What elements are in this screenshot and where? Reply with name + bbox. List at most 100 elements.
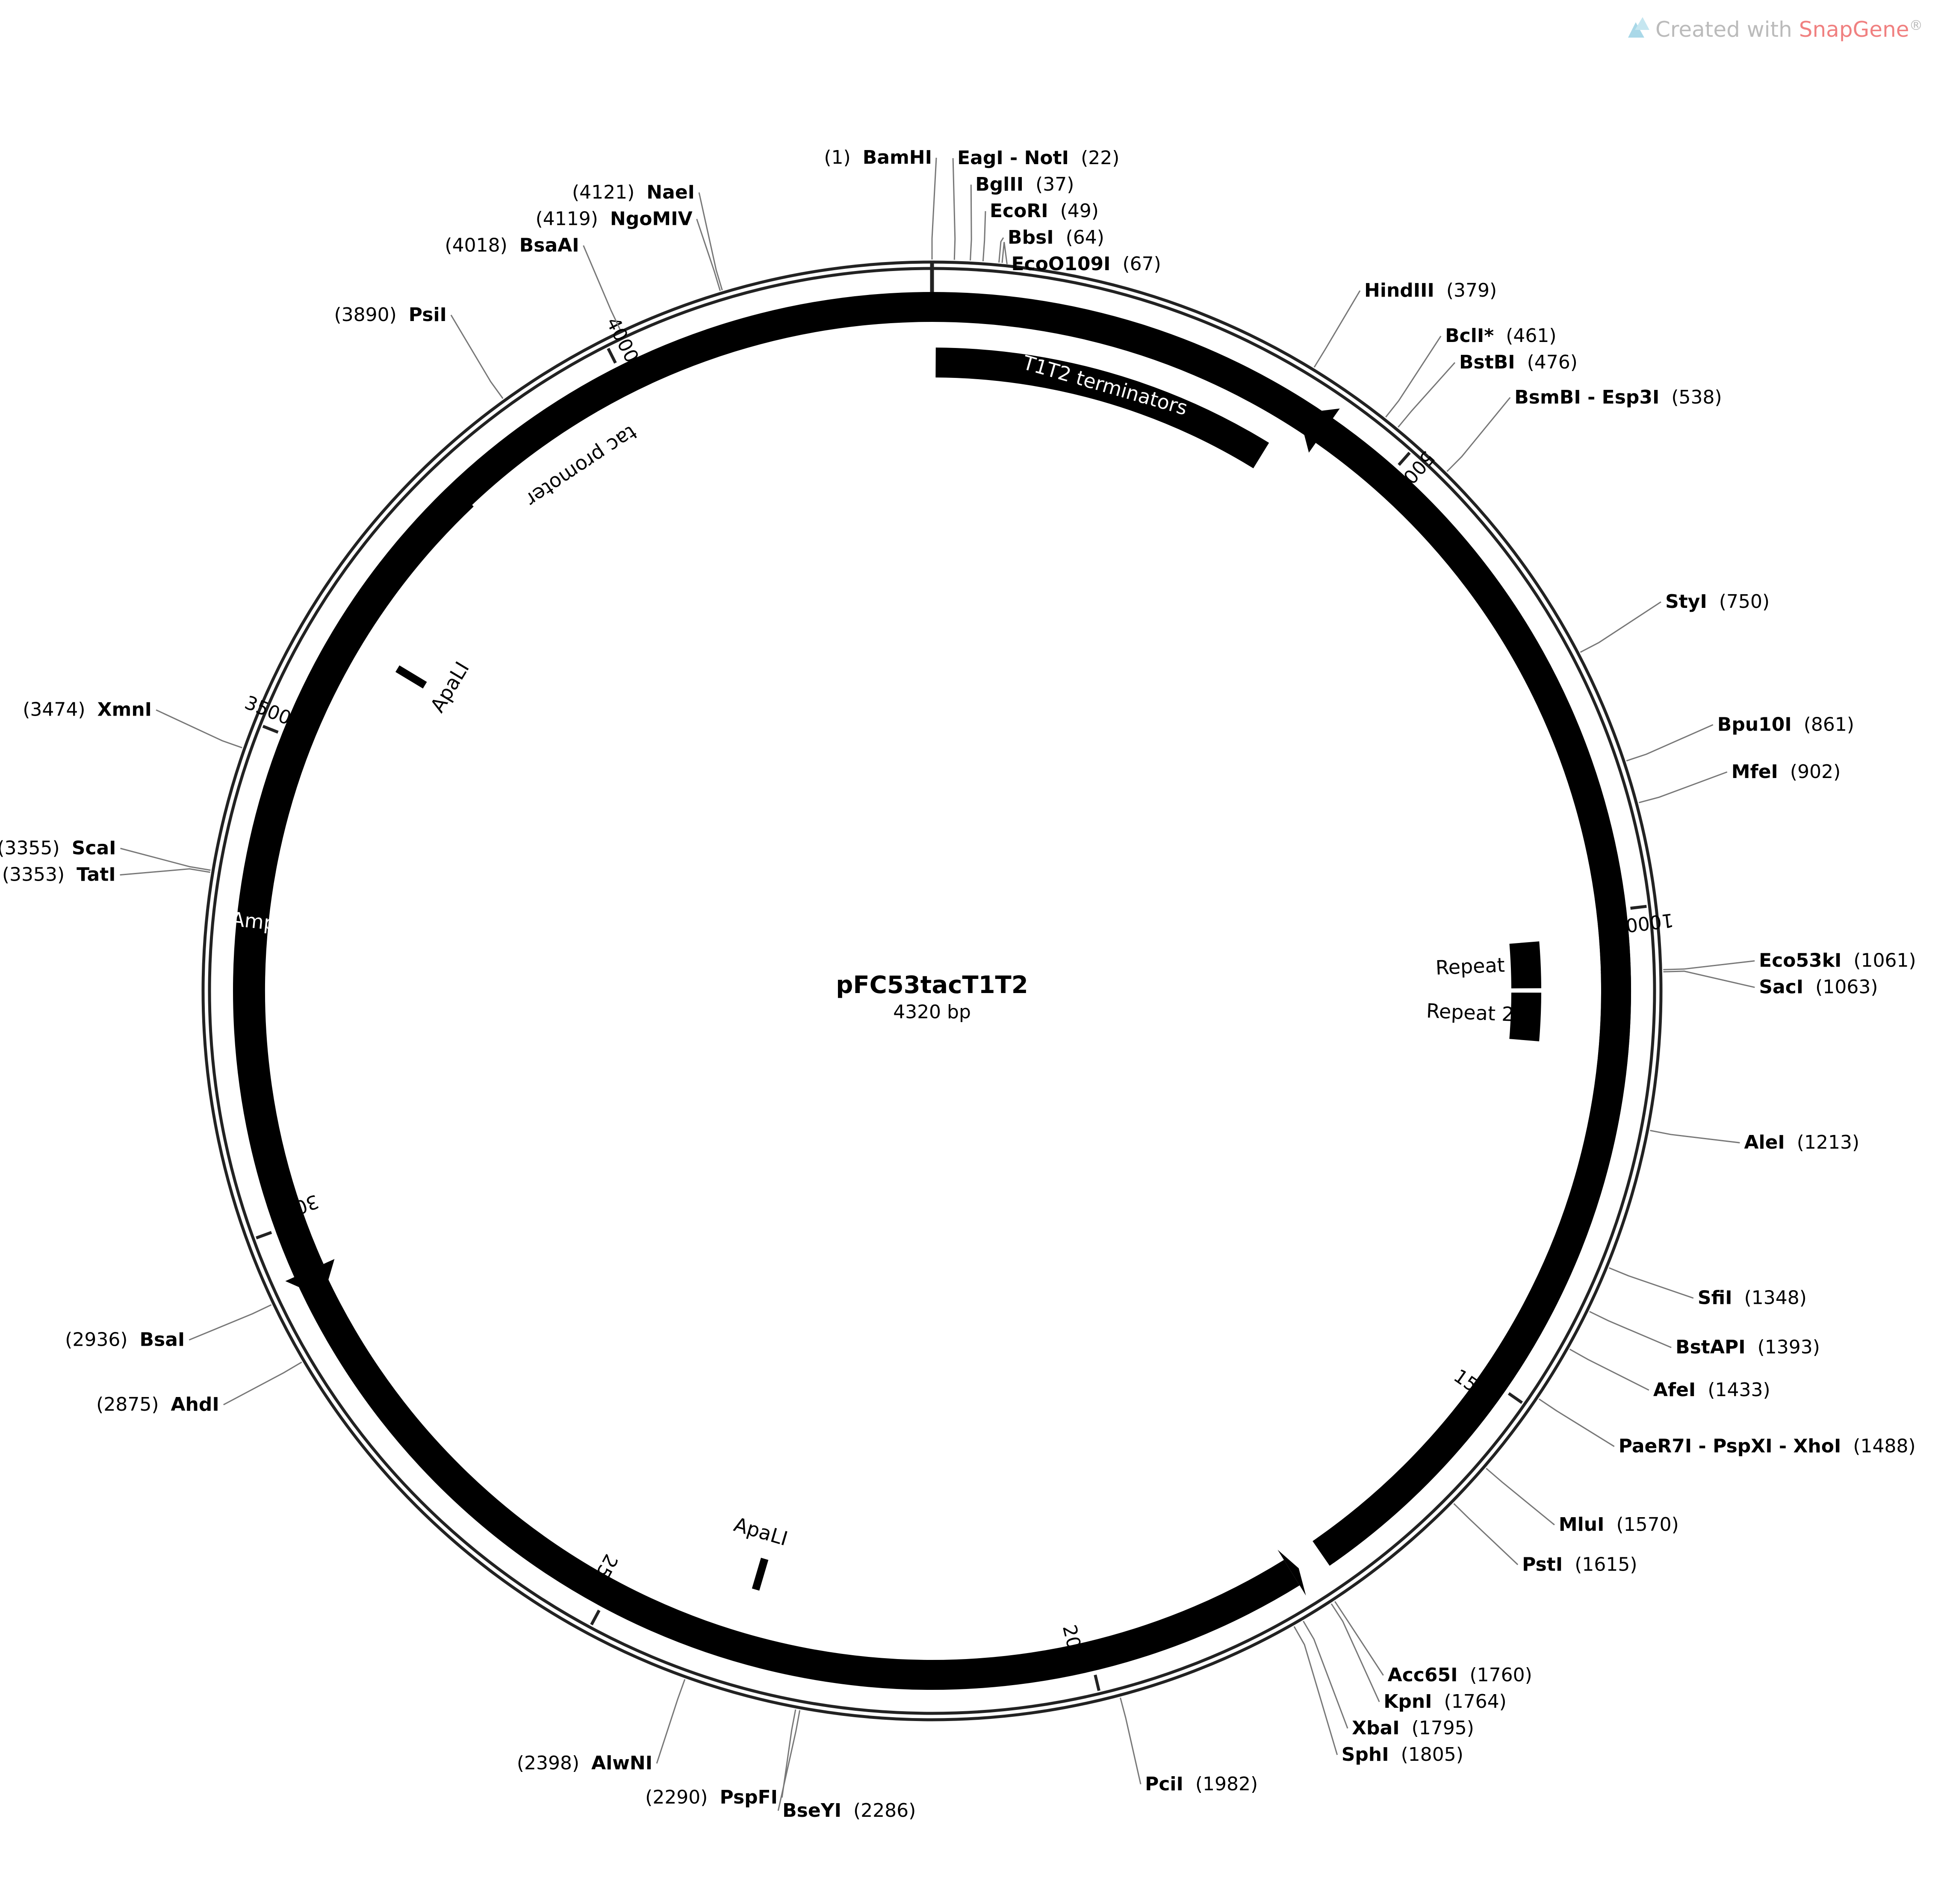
site-label: HindIII(379): [1364, 280, 1497, 301]
site-enzyme: TatI: [77, 864, 115, 886]
site-label: Eco53kI(1061): [1759, 950, 1916, 972]
site-label: (3890)PsiI: [334, 304, 446, 326]
site-psii: (3890)PsiI: [334, 304, 504, 399]
site-label: (3355) ScaI: [0, 837, 116, 859]
site-enzyme: BstBI: [1459, 351, 1515, 373]
site-leader-line: [1330, 1603, 1380, 1702]
site-position: (2875): [96, 1394, 159, 1415]
site-bcli: BclI*(461): [1385, 325, 1557, 418]
site-bglii: BglII (37): [970, 174, 1074, 261]
site-eco53ki: Eco53kI(1061): [1663, 950, 1916, 972]
site-label: (2290)PspFI: [645, 1786, 778, 1808]
site-position: (37): [1035, 174, 1074, 195]
site-enzyme: NgoMIV: [610, 208, 693, 230]
site-position: (1570): [1616, 1514, 1678, 1536]
feature-label-repeat-2: Repeat 2: [1426, 999, 1515, 1026]
site-enzyme: ScaI: [72, 837, 116, 859]
site-enzyme: PciI: [1145, 1773, 1183, 1795]
site-afei: AfeI(1433): [1569, 1348, 1770, 1401]
feature-amp: Amp: [230, 485, 474, 1298]
site-bsmbi-esp3i: BsmBI - Esp3I(538): [1446, 386, 1722, 472]
site-enzyme: SacI: [1759, 976, 1803, 998]
site-label: (3474)XmnI: [23, 699, 152, 721]
site-leader-line: [1334, 1601, 1384, 1676]
watermark-text: Created with SnapGene®: [1655, 17, 1923, 42]
site-enzyme: AlwNI: [591, 1752, 652, 1774]
site-position: (3474): [23, 699, 85, 721]
site-label: (2875) AhdI: [96, 1394, 219, 1415]
site-leader-line: [1638, 771, 1728, 804]
site-ecoo109i: EcoO109I(67): [1001, 242, 1161, 275]
site-enzyme: AhdI: [171, 1394, 219, 1415]
site-enzyme: BamHI: [863, 147, 932, 168]
site-hindiii: HindIII(379): [1313, 280, 1497, 368]
inner-site-apali: ApaLI: [732, 1513, 791, 1591]
site-leader-line: [1650, 1130, 1740, 1144]
site-label: SacI(1063): [1759, 976, 1878, 998]
feature-body-amp: [235, 485, 474, 1276]
site-position: (67): [1122, 253, 1161, 275]
site-leader-line: [777, 1710, 801, 1811]
feature-body-repeat-2: [1509, 992, 1541, 1041]
site-bstbi: BstBI(476): [1398, 351, 1578, 428]
site-leader-line: [1293, 1626, 1338, 1755]
site-leader-line: [1453, 1503, 1519, 1565]
site-psti: PstI(1615): [1453, 1503, 1637, 1575]
site-label: AleI(1213): [1744, 1132, 1859, 1153]
site-enzyme: BglII: [975, 174, 1024, 195]
site-leader-line: [656, 1679, 686, 1764]
tick-mark: [607, 348, 617, 364]
site-enzyme: Acc65I: [1388, 1664, 1458, 1686]
site-leader-line: [1626, 724, 1714, 762]
site-enzyme: EagI - NotI: [957, 147, 1069, 169]
site-label: PaeR7I - PspXI - XhoI (1488): [1619, 1435, 1916, 1457]
site-label: BseYI(2286): [782, 1800, 916, 1821]
site-leader-line: [1119, 1697, 1142, 1785]
site-leader-line: [156, 709, 242, 749]
site-naei: (4121)NaeI: [572, 181, 723, 291]
site-leader-line: [1569, 1348, 1649, 1391]
snapgene-logo-icon: [1628, 17, 1649, 38]
tick-mark: [1630, 905, 1647, 910]
site-position: (1213): [1797, 1132, 1859, 1153]
inner-site-apali: ApaLI: [395, 657, 474, 716]
site-position: (1348): [1744, 1287, 1807, 1309]
site-tati: (3353) TatI: [2, 864, 210, 886]
site-enzyme: PstI: [1522, 1553, 1563, 1575]
site-label: EcoO109I(67): [1011, 253, 1161, 275]
site-label: BstAPI(1393): [1675, 1336, 1820, 1358]
site-sfii: SfiI(1348): [1609, 1267, 1807, 1309]
plasmid-center-label: pFC53tacT1T2 4320 bp: [836, 971, 1028, 1023]
site-label: Acc65I(1760): [1388, 1664, 1532, 1686]
site-label: Bpu10I(861): [1717, 713, 1854, 735]
site-position: (3353): [2, 864, 65, 886]
site-label: SphI(1805): [1342, 1744, 1463, 1765]
inner-site-label: ApaLI: [732, 1513, 791, 1550]
site-position: (1488): [1853, 1435, 1915, 1457]
site-enzyme: HindIII: [1364, 280, 1434, 301]
feature-body-repeat: [1509, 941, 1541, 989]
site-mlui: MluI(1570): [1486, 1468, 1679, 1536]
site-leader-line: [450, 315, 504, 399]
site-enzyme: SphI: [1342, 1744, 1389, 1765]
site-leader-line: [1589, 1311, 1672, 1348]
feature-label-amp: Amp: [230, 908, 277, 935]
site-enzyme: Eco53kI: [1759, 950, 1841, 972]
site-position: (3355): [0, 837, 60, 859]
site-leader-line: [1446, 397, 1511, 472]
site-bbsi: BbsI(64): [998, 227, 1104, 263]
site-kpni: KpnI(1764): [1330, 1603, 1507, 1712]
inner-site-mark: [752, 1557, 769, 1591]
site-ahdi: (2875) AhdI: [96, 1362, 302, 1415]
site-label: (2936)BsaI: [65, 1329, 185, 1350]
site-position: (861): [1804, 713, 1854, 735]
site-leader-line: [952, 158, 956, 260]
site-position: (2936): [65, 1329, 127, 1350]
site-leader-line: [998, 237, 1004, 263]
site-scai: (3355) ScaI: [0, 837, 211, 871]
site-enzyme: PaeR7I - PspXI - XhoI: [1619, 1435, 1841, 1457]
site-paer7i-pspxi-xhoi: PaeR7I - PspXI - XhoI (1488): [1539, 1398, 1916, 1457]
site-position: (49): [1060, 200, 1099, 222]
site-position: (2290): [645, 1786, 708, 1808]
